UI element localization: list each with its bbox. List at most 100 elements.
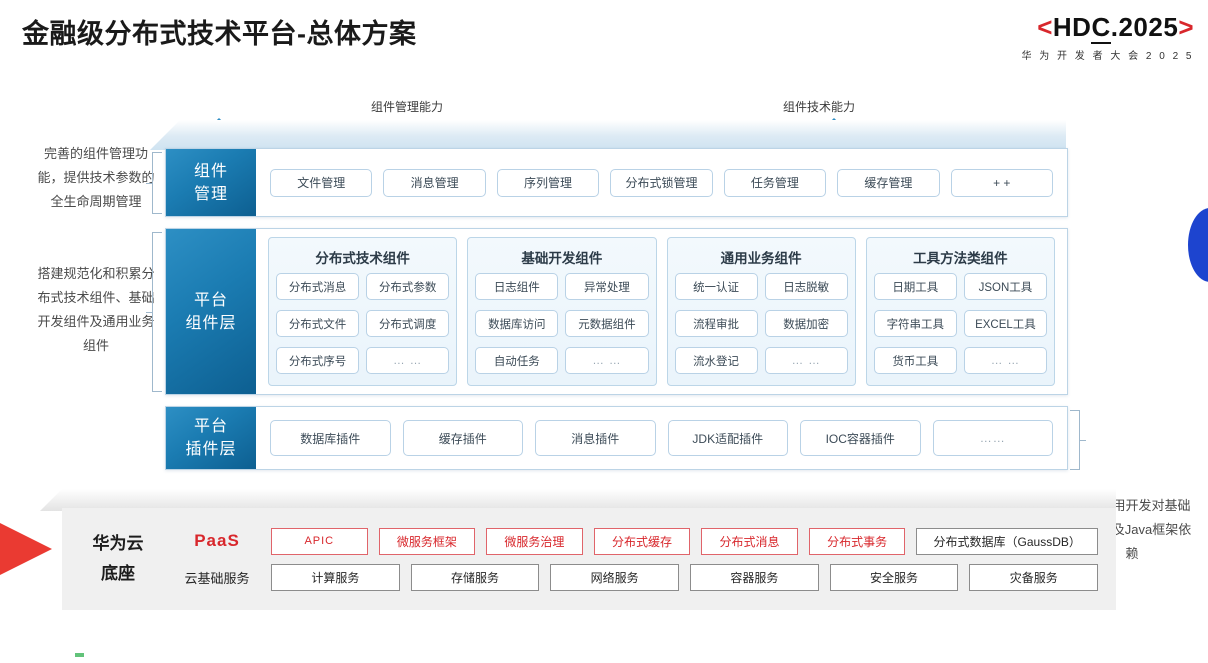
base-title: 华为云 底座 — [62, 529, 174, 589]
chip-distributed-sequence[interactable]: 分布式序号 — [276, 347, 360, 374]
annotation-left-top: 完善的组件管理功能，提供技术参数的全生命周期管理 — [37, 146, 155, 209]
chip-message-management[interactable]: 消息管理 — [383, 168, 486, 197]
chip-database-plugin[interactable]: 数据库插件 — [270, 420, 391, 456]
bchip-distributed-cache[interactable]: 分布式缓存 — [593, 527, 691, 555]
group-basic-development-components: 基础开发组件 日志组件 异常处理 数据库访问 元数据组件 自动任务 … … — [467, 237, 657, 386]
group-title: 通用业务组件 — [720, 251, 802, 266]
bchip-microservice-governance[interactable]: 微服务治理 — [486, 527, 583, 555]
chip-jdk-adapter-plugin[interactable]: JDK适配插件 — [667, 420, 788, 456]
bchip-distributed-database-gaussdb[interactable]: 分布式数据库（GaussDB） — [916, 527, 1099, 555]
huawei-cloud-base: 华为云 底座 PaaS APIC 微服务框架 微服务治理 分布式缓存 分布式消息… — [62, 508, 1116, 610]
chip-process-approval[interactable]: 流程审批 — [674, 310, 758, 337]
group-distributed-tech-components: 分布式技术组件 分布式消息 分布式参数 分布式文件 分布式调度 分布式序号 … … — [268, 237, 458, 386]
group-tool-method-components: 工具方法类组件 日期工具 JSON工具 字符串工具 EXCEL工具 货币工具 …… — [865, 237, 1055, 386]
bchip-microservice-framework[interactable]: 微服务框架 — [378, 527, 476, 555]
base-row-label-paas: PaaS — [194, 531, 240, 550]
base-row-paas: PaaS APIC 微服务框架 微服务治理 分布式缓存 分布式消息 分布式事务 … — [174, 527, 1099, 555]
layer-label-platform-component: 平台 组件层 — [166, 229, 256, 394]
bchip-distributed-transaction[interactable]: 分布式事务 — [808, 527, 906, 555]
bchip-distributed-message[interactable]: 分布式消息 — [701, 527, 798, 555]
bchip-apic[interactable]: APIC — [271, 527, 368, 555]
layer-component-management: 组件 管理 文件管理 消息管理 序列管理 分布式锁管理 任务管理 缓存管理 + … — [165, 148, 1068, 217]
group-general-business-components: 通用业务组件 统一认证 日志脱敏 流程审批 数据加密 流水登记 … … — [666, 237, 856, 386]
chip-sequence-management[interactable]: 序列管理 — [496, 168, 600, 197]
brace-left-top — [146, 152, 162, 214]
base-perspective-top — [40, 489, 1116, 511]
chip-string-tool[interactable]: 字符串工具 — [873, 310, 957, 337]
layer-label-line2: 插件层 — [185, 441, 237, 458]
chip-distributed-parameter[interactable]: 分布式参数 — [366, 273, 450, 300]
bchip-security-service[interactable]: 安全服务 — [829, 563, 959, 591]
chip-more-dots[interactable]: …… — [932, 420, 1053, 456]
chip-cache-plugin[interactable]: 缓存插件 — [402, 420, 523, 456]
group-grid: 统一认证 日志脱敏 流程审批 数据加密 流水登记 … … — [674, 273, 848, 379]
chip-distributed-lock-management[interactable]: 分布式锁管理 — [610, 168, 713, 197]
brace-right — [1070, 410, 1086, 470]
logo-right-bracket-icon: > — [1178, 12, 1194, 42]
layer-label-line2: 组件层 — [185, 314, 237, 332]
hdc-logo: <HDC.2025> 华 为 开 发 者 大 会 2 0 2 5 — [1021, 12, 1194, 62]
bchip-storage-service[interactable]: 存储服务 — [410, 563, 540, 591]
layer-platform-component: 平台 组件层 分布式技术组件 分布式消息 分布式参数 分布式文件 分布式调度 分… — [165, 228, 1068, 395]
chip-message-plugin[interactable]: 消息插件 — [535, 420, 656, 456]
chip-metadata-component[interactable]: 元数据组件 — [565, 310, 649, 337]
chip-log-desensitization[interactable]: 日志脱敏 — [764, 273, 848, 300]
chip-database-access[interactable]: 数据库访问 — [475, 310, 559, 337]
base-title-line2: 底座 — [101, 564, 135, 583]
group-title: 工具方法类组件 — [913, 251, 1008, 266]
brace-nub — [146, 312, 153, 314]
chip-add-more[interactable]: + + — [950, 168, 1053, 197]
bchip-container-service[interactable]: 容器服务 — [690, 563, 819, 591]
chip-task-management[interactable]: 任务管理 — [723, 168, 827, 197]
base-row-cloud-services: 云基础服务 计算服务 存储服务 网络服务 容器服务 安全服务 灾备服务 — [174, 563, 1099, 591]
chip-more-dots[interactable]: … … — [366, 347, 450, 374]
layer-body-component-management: 文件管理 消息管理 序列管理 分布式锁管理 任务管理 缓存管理 + + — [256, 149, 1067, 216]
group-title: 分布式技术组件 — [315, 251, 410, 266]
base-title-line1: 华为云 — [92, 534, 144, 553]
callout-label-component-technology: 组件技术能力 — [783, 100, 856, 114]
layer-body-platform-plugin: 数据库插件 缓存插件 消息插件 JDK适配插件 IOC容器插件 …… — [256, 407, 1067, 469]
chip-automatic-task[interactable]: 自动任务 — [475, 347, 559, 374]
base-row-label-cloud-services: 云基础服务 — [184, 570, 250, 586]
group-grid: 日期工具 JSON工具 字符串工具 EXCEL工具 货币工具 … … — [873, 273, 1047, 379]
logo-left-bracket-icon: < — [1037, 12, 1053, 42]
red-wedge-decoration — [0, 497, 52, 601]
logo-text-a: HD — [1052, 12, 1092, 42]
chip-more-dots[interactable]: … … — [963, 347, 1047, 374]
chip-cache-management[interactable]: 缓存管理 — [837, 168, 940, 197]
chip-unified-authentication[interactable]: 统一认证 — [674, 273, 758, 300]
page-title: 金融级分布式技术平台-总体方案 — [22, 19, 417, 49]
layer-label-component-management: 组件 管理 — [166, 149, 256, 216]
chip-ioc-container-plugin[interactable]: IOC容器插件 — [800, 420, 921, 456]
bchip-compute-service[interactable]: 计算服务 — [271, 563, 400, 591]
chip-exception-handling[interactable]: 异常处理 — [565, 273, 649, 300]
layer-label-line2: 管理 — [193, 185, 228, 203]
chip-data-encryption[interactable]: 数据加密 — [764, 310, 848, 337]
chip-distributed-file[interactable]: 分布式文件 — [276, 310, 360, 337]
layer-body-platform-component: 分布式技术组件 分布式消息 分布式参数 分布式文件 分布式调度 分布式序号 … … — [256, 229, 1067, 394]
brace-left-bottom — [146, 232, 162, 392]
hdc-logo-text: <HDC.2025> — [1021, 12, 1194, 44]
chip-date-tool[interactable]: 日期工具 — [873, 273, 957, 300]
bchip-network-service[interactable]: 网络服务 — [550, 563, 680, 591]
chip-log-component[interactable]: 日志组件 — [475, 273, 559, 300]
brace-nub — [1079, 440, 1086, 442]
bchip-disaster-recovery-service[interactable]: 灾备服务 — [969, 563, 1099, 591]
layer-label-line1: 平台 — [193, 418, 228, 435]
chip-transaction-registration[interactable]: 流水登记 — [674, 347, 758, 374]
stack-perspective-top — [150, 120, 1066, 150]
chip-more-dots[interactable]: … … — [565, 347, 649, 374]
chip-distributed-scheduling[interactable]: 分布式调度 — [366, 310, 450, 337]
layer-platform-plugin: 平台 插件层 数据库插件 缓存插件 消息插件 JDK适配插件 IOC容器插件 …… — [165, 406, 1068, 470]
callout-label-component-management: 组件管理能力 — [371, 100, 444, 114]
group-grid: 日志组件 异常处理 数据库访问 元数据组件 自动任务 … … — [475, 273, 649, 379]
chip-file-management[interactable]: 文件管理 — [270, 168, 373, 197]
chip-distributed-message[interactable]: 分布式消息 — [276, 273, 360, 300]
chip-more-dots[interactable]: … … — [764, 347, 848, 374]
chip-excel-tool[interactable]: EXCEL工具 — [963, 310, 1047, 337]
chip-currency-tool[interactable]: 货币工具 — [873, 347, 957, 374]
group-grid: 分布式消息 分布式参数 分布式文件 分布式调度 分布式序号 … … — [276, 273, 450, 379]
chip-json-tool[interactable]: JSON工具 — [963, 273, 1047, 300]
blue-circle-decoration — [1188, 208, 1208, 282]
